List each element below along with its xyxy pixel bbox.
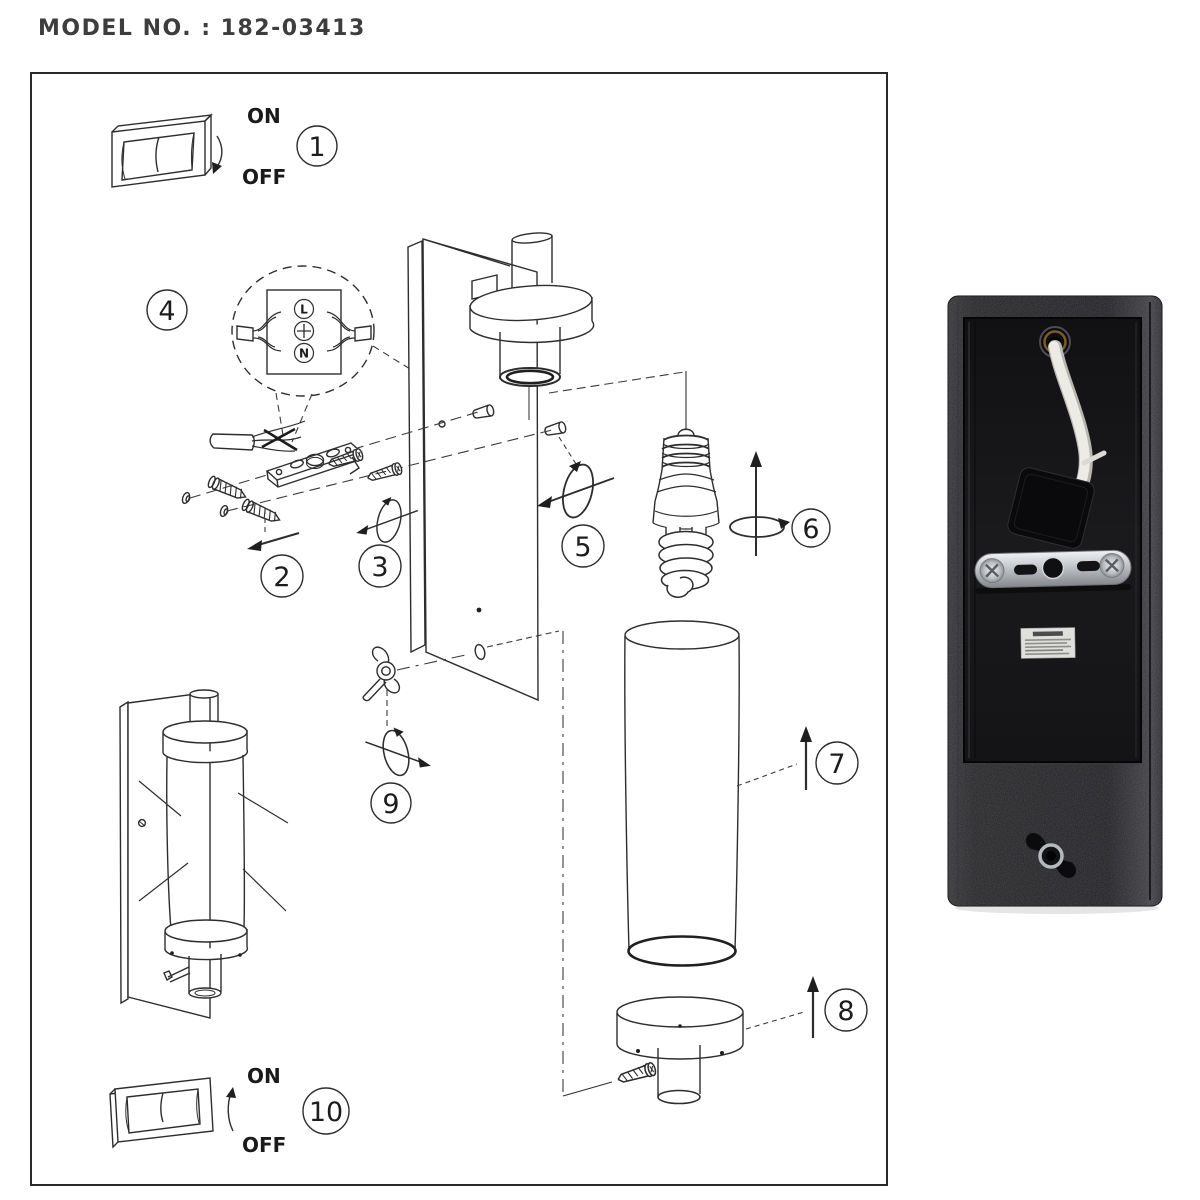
- model-number-label: MODEL NO. : 182-03413: [38, 16, 366, 41]
- step-number-2: 2: [273, 562, 290, 593]
- wall-anchor: [206, 474, 249, 504]
- earth-terminal-symbol: [293, 320, 315, 342]
- light-rays: [138, 780, 289, 912]
- wing-nut: [1025, 832, 1077, 879]
- cable-tie-tail: [1081, 450, 1107, 466]
- plate-peg: [543, 420, 568, 438]
- bar-center-hole: [1041, 556, 1065, 580]
- step-number-7: 7: [828, 749, 845, 780]
- rotation-arrow: [364, 726, 432, 779]
- rotation-arrow-vertical: [729, 451, 790, 556]
- step1-rocker-switch: ON OFF 1: [111, 104, 338, 189]
- neutral-terminal-label: N: [299, 347, 309, 361]
- step10-rocker-switch: ON OFF 10: [109, 1064, 350, 1157]
- step-number-9: 9: [382, 789, 399, 820]
- mounting-bar: [974, 549, 1132, 594]
- step-badge-6: [791, 508, 831, 548]
- rotation-arrow: [536, 460, 615, 522]
- step-badge-7: [815, 741, 859, 785]
- step-number-6: 6: [802, 514, 819, 545]
- switch-off-label: OFF: [242, 165, 286, 189]
- step2-step3-mounting: 2 3: [180, 411, 553, 598]
- screw-end: [180, 490, 192, 506]
- step-number-10: 10: [309, 1097, 343, 1128]
- switch-on-label: ON: [247, 1064, 281, 1088]
- wing-screw: [362, 646, 401, 702]
- product-label: [1020, 627, 1076, 659]
- switch-on-label: ON: [247, 104, 281, 128]
- step-number-5: 5: [574, 532, 591, 563]
- lamp-holder: [469, 284, 595, 420]
- step-badge-9: [370, 782, 412, 824]
- step-badge-5: [561, 524, 605, 568]
- supply-wire: [209, 420, 306, 452]
- diagram-border: [30, 72, 888, 1186]
- step6-cfl-bulb: 6: [548, 371, 831, 598]
- step-badge-4: [146, 289, 188, 331]
- bar-slot: [1014, 564, 1038, 575]
- detail-balloon: [231, 265, 375, 397]
- step9-wing-screw: 9: [362, 630, 564, 1095]
- step-number-3: 3: [371, 552, 388, 583]
- switch-direction-arrow: [216, 135, 223, 168]
- assembled-fixture: [119, 689, 289, 1019]
- step-badge-3: [358, 544, 402, 588]
- screw-end: [218, 503, 230, 519]
- mounting-screw: [365, 461, 404, 485]
- assembly-diagram: ON OFF 1 4 L N: [30, 72, 888, 1186]
- step8-end-cap: 8: [562, 976, 868, 1105]
- step-number-8: 8: [837, 996, 854, 1027]
- step-badge-1: [296, 125, 338, 167]
- side-screw: [163, 966, 191, 983]
- driver-box: [1007, 467, 1095, 549]
- switch-direction-arrow: [227, 1092, 234, 1132]
- insert-arrow: [257, 532, 300, 546]
- switch-off-label: OFF: [242, 1133, 286, 1157]
- cap-screw: [615, 1061, 658, 1087]
- step-badge-2: [260, 554, 304, 598]
- bar-slot: [1076, 560, 1100, 572]
- step-badge-8: [824, 988, 868, 1032]
- step-number-1: 1: [308, 132, 325, 163]
- step5-fix-screw: 5: [536, 436, 615, 568]
- step-badge-10: [302, 1087, 350, 1135]
- step4-terminal-detail: 4 L N: [146, 265, 432, 452]
- step-number-4: 4: [158, 296, 175, 327]
- step7-diffuser-tube: 7: [624, 620, 859, 967]
- back-plate: [407, 232, 595, 702]
- fixture-back-photo: [947, 295, 1163, 914]
- live-terminal-label: L: [300, 303, 308, 317]
- rotation-arrow: [355, 496, 419, 546]
